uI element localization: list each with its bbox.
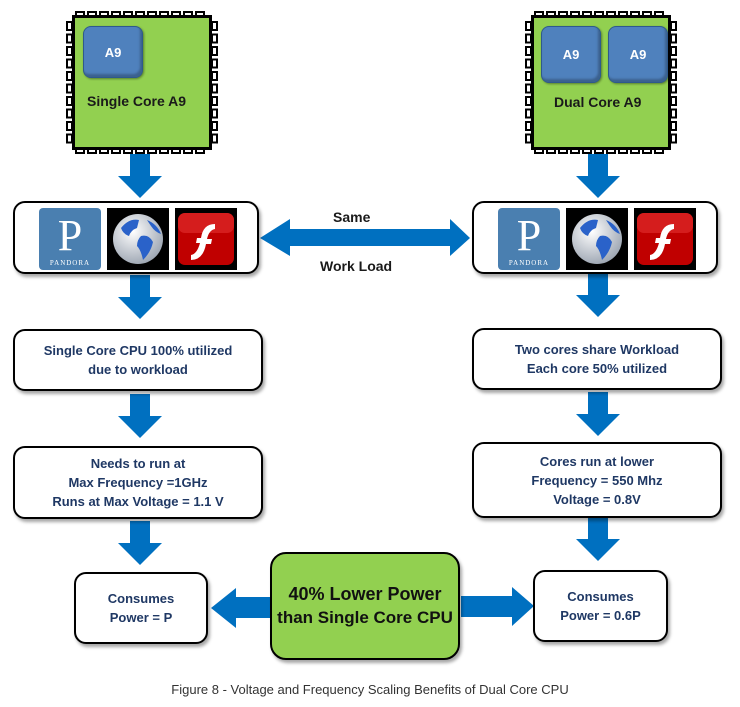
arrow-left-icon xyxy=(211,588,270,628)
chip-pin xyxy=(211,58,218,69)
box-line: Needs to run at xyxy=(90,456,186,471)
box-line: than Single Core CPU xyxy=(277,608,453,627)
pandora-icon: P PANDORA xyxy=(498,208,560,270)
box-line: Consumes xyxy=(567,589,634,604)
chip-pin xyxy=(670,83,677,94)
box-line: Power = 0.6P xyxy=(560,608,641,623)
box-line: Single Core CPU 100% utilized xyxy=(43,343,233,358)
globe-icon xyxy=(566,208,628,270)
power-savings-box: 40% Lower Power than Single Core CPU xyxy=(270,552,460,660)
box-line: Power = P xyxy=(109,610,173,625)
chip-pin xyxy=(670,33,677,44)
arrow-down-icon xyxy=(118,154,162,198)
box-line: Frequency = 550 Mhz xyxy=(531,472,663,488)
chip-pin xyxy=(670,121,677,131)
single-core-chip: A9 Single Core A9 xyxy=(72,15,212,150)
chip-pin xyxy=(211,121,218,131)
box-line: Voltage = 0.8V xyxy=(553,491,641,507)
chip-pin xyxy=(211,71,218,81)
arrow-down-icon xyxy=(576,517,620,561)
utilization-box-left: Single Core CPU 100% utilized due to wor… xyxy=(13,329,263,391)
dual-core-chip: A9 A9 Dual Core A9 xyxy=(531,15,671,150)
core-a9: A9 xyxy=(541,26,601,83)
svg-text:PANDORA: PANDORA xyxy=(509,259,549,267)
chip-pin xyxy=(670,71,677,81)
workload-label-bottom: Work Load xyxy=(320,258,393,274)
svg-text:P: P xyxy=(517,211,541,260)
chip-pin xyxy=(670,58,677,69)
arrow-down-icon xyxy=(118,521,162,565)
arrow-down-icon xyxy=(118,394,162,438)
box-line: Cores run at lower xyxy=(539,453,655,469)
chip-pin xyxy=(670,133,677,144)
power-box-right: Consumes Power = 0.6P xyxy=(533,570,668,642)
chip-pin xyxy=(211,133,218,144)
chip-pin xyxy=(211,46,218,56)
arrow-down-icon xyxy=(576,273,620,317)
apps-box-right: P PANDORA xyxy=(472,201,718,274)
chip-pin xyxy=(211,108,218,119)
flash-icon xyxy=(175,208,237,270)
box-line: 40% Lower Power xyxy=(288,584,442,604)
svg-text:PANDORA: PANDORA xyxy=(50,259,90,267)
box-line: Runs at Max Voltage = 1.1 V xyxy=(52,494,224,509)
chip-pin xyxy=(670,46,677,56)
chip-pin xyxy=(211,96,218,106)
double-arrow-icon xyxy=(260,219,470,256)
pandora-icon: P PANDORA xyxy=(39,208,101,270)
chip-label: Dual Core A9 xyxy=(554,94,642,110)
figure-caption: Figure 8 - Voltage and Frequency Scaling… xyxy=(171,682,569,697)
globe-icon xyxy=(107,208,169,270)
arrow-down-icon xyxy=(576,154,620,198)
chip-label: Single Core A9 xyxy=(87,93,187,109)
arrow-down-icon xyxy=(118,275,162,319)
chip-pin xyxy=(211,21,218,31)
workload-label-top: Same xyxy=(333,209,371,225)
chip-pin xyxy=(670,108,677,119)
core-a9: A9 xyxy=(608,26,668,83)
flash-icon xyxy=(634,208,696,270)
chip-pin xyxy=(211,33,218,44)
box-line: Max Frequency =1GHz xyxy=(68,475,208,490)
box-line: Each core 50% utilized xyxy=(526,361,668,376)
svg-text:P: P xyxy=(58,211,82,260)
chip-pin xyxy=(670,96,677,106)
arrow-right-icon xyxy=(461,587,534,626)
core-a9: A9 xyxy=(83,26,143,78)
chip-pin xyxy=(670,21,677,31)
apps-box-left: P PANDORA xyxy=(13,201,259,274)
arrow-down-icon xyxy=(576,392,620,436)
power-box-left: Consumes Power = P xyxy=(74,572,208,644)
frequency-box-left: Needs to run at Max Frequency =1GHz Runs… xyxy=(13,446,263,519)
box-line: due to workload xyxy=(88,362,188,377)
box-line: Two cores share Workload xyxy=(514,342,680,357)
frequency-box-right: Cores run at lower Frequency = 550 Mhz V… xyxy=(472,442,722,518)
chip-pin xyxy=(211,83,218,94)
utilization-box-right: Two cores share Workload Each core 50% u… xyxy=(472,328,722,390)
box-line: Consumes xyxy=(107,591,175,606)
